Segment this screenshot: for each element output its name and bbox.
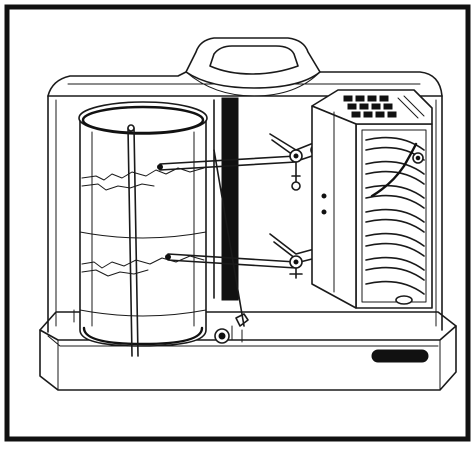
upper-pen-arm (157, 155, 297, 171)
recording-drum (78, 101, 208, 347)
ventilation-slots (343, 95, 425, 119)
vertical-bar (221, 97, 239, 301)
sensor-coils (365, 136, 425, 305)
carry-handle (185, 37, 321, 97)
sensor-housing (311, 89, 433, 309)
front-slot (371, 349, 429, 363)
drum-clamp (127, 124, 139, 357)
support-rod (213, 149, 245, 327)
